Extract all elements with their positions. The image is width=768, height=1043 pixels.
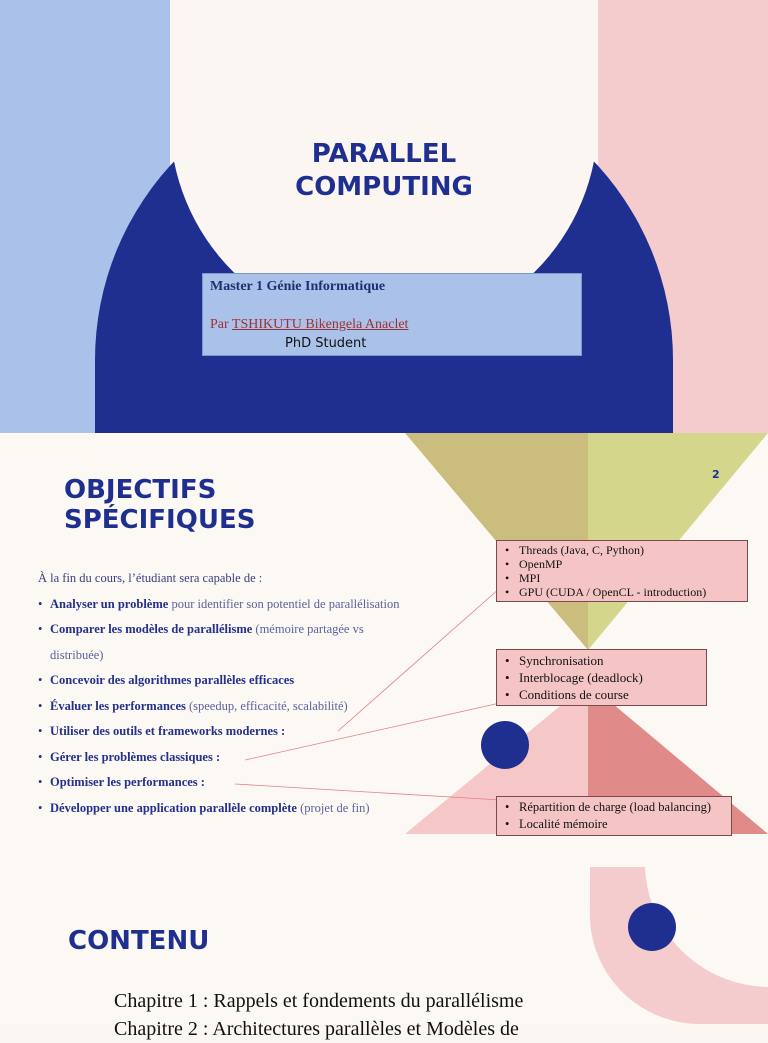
objective-item: Utiliser des outils et frameworks modern… — [38, 719, 508, 745]
slide-title: PARALLEL COMPUTING Master 1 Génie Inform… — [0, 0, 768, 433]
chapter-item: Chapitre 1 : Rappels et fondements du pa… — [114, 990, 524, 1012]
callout-item: MPI — [505, 571, 741, 585]
callout-item: Interblocage (deadlock) — [505, 669, 700, 686]
title-line-1: PARALLEL — [311, 139, 457, 169]
objective-item: Comparer les modèles de parallélisme (mé… — [38, 617, 508, 668]
objective-item: Développer une application parallèle com… — [38, 796, 508, 822]
pink-arc-band — [589, 867, 768, 1025]
objectives-intro: À la fin du cours, l’étudiant sera capab… — [38, 571, 263, 585]
objective-item: Gérer les problèmes classiques : — [38, 745, 508, 771]
slide3-title: CONTENU — [68, 926, 210, 956]
cream-dome — [170, 0, 598, 334]
callout-item: Synchronisation — [505, 652, 700, 669]
author-info-box: Master 1 Génie Informatique Par TSHIKUTU… — [202, 273, 582, 356]
title-line-1: OBJECTIFS — [64, 475, 217, 505]
slide3-background-shapes — [589, 867, 768, 1025]
slide-content: CONTENU Chapitre 1 : Rappels et fondemen… — [0, 867, 768, 1040]
slide1-background-shapes — [0, 0, 768, 433]
callout-item: Threads (Java, C, Python) — [505, 543, 741, 557]
by-prefix: Par — [210, 317, 229, 332]
objective-item: Évaluer les performances (speedup, effic… — [38, 694, 508, 720]
objective-item: Analyser un problème pour identifier son… — [38, 592, 508, 618]
objective-continuation: distribuée) — [50, 647, 104, 662]
callout-item: OpenMP — [505, 557, 741, 571]
objective-item: Concevoir des algorithmes parallèles eff… — [38, 668, 508, 694]
callout-problems: Synchronisation Interblocage (deadlock) … — [496, 649, 707, 706]
slide2-title: OBJECTIFS SPÉCIFIQUES — [64, 475, 255, 535]
chapter-item: Chapitre 2 : Architectures parallèles et… — [114, 1018, 519, 1040]
title-line-2: SPÉCIFIQUES — [64, 505, 256, 535]
objective-item: Optimiser les performances : — [38, 770, 508, 796]
chapters-list: Chapitre 1 : Rappels et fondements du pa… — [114, 987, 523, 1043]
navy-dot — [628, 903, 676, 951]
callout-item: Répartition de charge (load balancing) — [505, 799, 725, 816]
program-label: Master 1 Génie Informatique — [210, 279, 386, 294]
callout-item: GPU (CUDA / OpenCL - introduction) — [505, 585, 741, 599]
role-label: PhD Student — [285, 336, 367, 351]
callout-performance: Répartition de charge (load balancing) L… — [496, 796, 732, 836]
objectives-list: À la fin du cours, l’étudiant sera capab… — [38, 566, 508, 821]
author-link[interactable]: TSHIKUTU Bikengela Anaclet — [231, 317, 409, 332]
callout-item: Conditions de course — [505, 686, 700, 703]
slide1-title: PARALLEL COMPUTING — [0, 138, 768, 204]
callout-tools: Threads (Java, C, Python) OpenMP MPI GPU… — [496, 540, 748, 602]
author-line: Par TSHIKUTU Bikengela Anaclet — [210, 317, 408, 333]
page-number: 2 — [712, 468, 720, 481]
callout-item: Localité mémoire — [505, 816, 725, 833]
title-line-2: COMPUTING — [295, 172, 473, 202]
